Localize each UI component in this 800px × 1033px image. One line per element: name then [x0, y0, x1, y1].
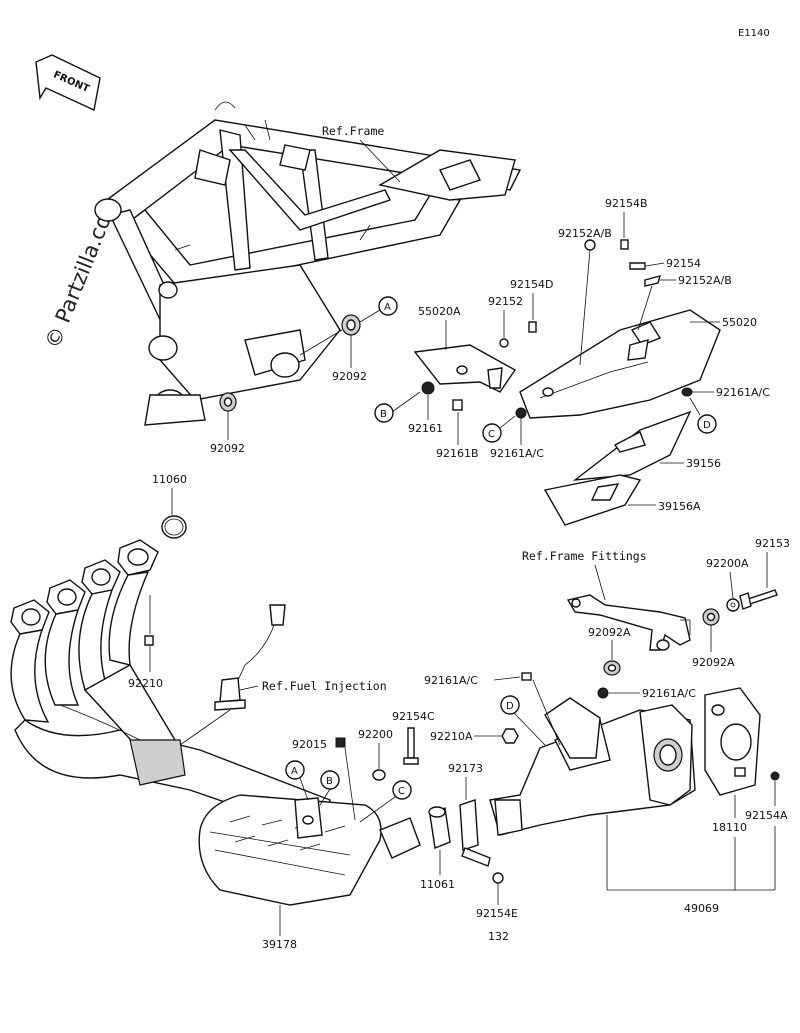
bolt-92154 [629, 262, 646, 270]
part-92154B: 92154B [605, 197, 648, 210]
part-92161AC-mid: 92161A/C [490, 447, 544, 460]
frame-drawing [94, 101, 522, 426]
washer-92200 [372, 769, 386, 781]
ref-fuel-injection-label: Ref.Fuel Injection [262, 679, 387, 693]
part-92015: 92015 [292, 738, 327, 751]
part-55020A: 55020A [418, 305, 461, 318]
bolt-92154D [528, 321, 537, 333]
part-92154: 92154 [666, 257, 701, 270]
part-49069: 49069 [684, 902, 719, 915]
bolt-92154C [403, 727, 419, 765]
grommet-92161AC-bracket [597, 687, 609, 699]
part-11060: 11060 [152, 473, 187, 486]
svg-text:D: D [506, 701, 514, 712]
part-92210: 92210 [128, 677, 163, 690]
frame-fittings-drawing [566, 594, 691, 651]
front-arrow-icon: FRONT [35, 54, 101, 112]
part-92092A-upper: 92092A [692, 656, 735, 669]
diagram-code: E1140 [738, 28, 770, 39]
part-92154A: 92154A [745, 809, 788, 822]
part-92161AC-bracket: 92161A/C [642, 687, 696, 700]
part-92161: 92161 [408, 422, 443, 435]
grommet-92161AC-mid [515, 407, 527, 419]
bushing-92092-lower [219, 392, 237, 412]
callout-d-guard: D [697, 414, 717, 434]
callout-b-guard: B [374, 403, 394, 423]
part-92161AC-right: 92161A/C [716, 386, 770, 399]
part-92154C: 92154C [392, 710, 435, 723]
callout-c-guard: C [482, 423, 502, 443]
callout-c-chamber: C [392, 780, 412, 800]
cover-39156 [572, 410, 692, 481]
collar-92152AB-right [644, 275, 662, 287]
cover-39156A [543, 474, 642, 526]
part-92161B: 92161B [436, 447, 479, 460]
part-11061: 11061 [420, 878, 455, 891]
part-92092-upper: 92092 [332, 370, 367, 383]
grommet-92161AC-left [521, 672, 532, 681]
pre-chamber-39178 [198, 794, 421, 906]
gasket-11061 [428, 806, 451, 849]
part-92200: 92200 [358, 728, 393, 741]
nut-92015 [335, 737, 346, 748]
damper-92161B [452, 399, 463, 411]
part-132: 132 [488, 930, 509, 943]
bushing-92092-upper [341, 314, 361, 336]
part-39156A: 39156A [658, 500, 701, 513]
svg-text:C: C [398, 786, 405, 797]
callout-b-chamber: B [320, 770, 340, 790]
part-92200A: 92200A [706, 557, 749, 570]
collar-92152AB-left [584, 239, 596, 251]
svg-text:C: C [488, 429, 495, 440]
part-92092A-lower: 92092A [588, 626, 631, 639]
part-92154D: 92154D [510, 278, 553, 291]
bracket-55020A [413, 344, 517, 393]
ref-frame-fittings-label: Ref.Frame Fittings [522, 549, 647, 563]
svg-text:A: A [291, 766, 298, 777]
part-92173: 92173 [448, 762, 483, 775]
heat-guard-55020 [519, 309, 721, 419]
part-55020: 55020 [722, 316, 757, 329]
nut-92210A [501, 728, 519, 744]
bolt-92153 [739, 589, 778, 610]
part-39178: 39178 [262, 938, 297, 951]
grommet-92161 [421, 381, 435, 395]
bolt-92154E [492, 872, 504, 884]
part-39156: 39156 [686, 457, 721, 470]
part-18110: 18110 [712, 821, 747, 834]
end-cap-18110 [704, 687, 761, 796]
svg-text:D: D [703, 420, 711, 431]
muffler-bracket [544, 697, 601, 759]
stud-92210 [144, 635, 154, 646]
part-92154E: 92154E [476, 907, 518, 920]
part-92152AB-left: 92152A/B [558, 227, 612, 240]
gasket-11060 [161, 515, 187, 539]
bolt-92154A [770, 771, 780, 781]
bushing-92092A-lower [603, 660, 621, 676]
part-92210A: 92210A [430, 730, 473, 743]
svg-text:A: A [384, 302, 391, 313]
callout-d-muffler: D [500, 695, 520, 715]
part-92152AB-right: 92152A/B [678, 274, 732, 287]
grommet-92161AC-right [681, 387, 693, 397]
svg-text:B: B [380, 409, 387, 420]
svg-text:B: B [326, 776, 333, 787]
callout-a-frame: A [378, 296, 398, 316]
washer-92200A [726, 598, 740, 612]
part-92152: 92152 [488, 295, 523, 308]
part-92161AC-left: 92161A/C [424, 674, 478, 687]
bolt-92154B [620, 239, 629, 250]
ref-frame-label: Ref.Frame [322, 124, 384, 138]
part-92092-lower: 92092 [210, 442, 245, 455]
bolt-92152 [499, 338, 509, 348]
bushing-92092A-upper [702, 608, 720, 626]
callout-a-chamber: A [285, 760, 305, 780]
oxygen-sensor [214, 604, 286, 711]
clamp-92173 [459, 799, 491, 867]
part-92153: 92153 [755, 537, 790, 550]
